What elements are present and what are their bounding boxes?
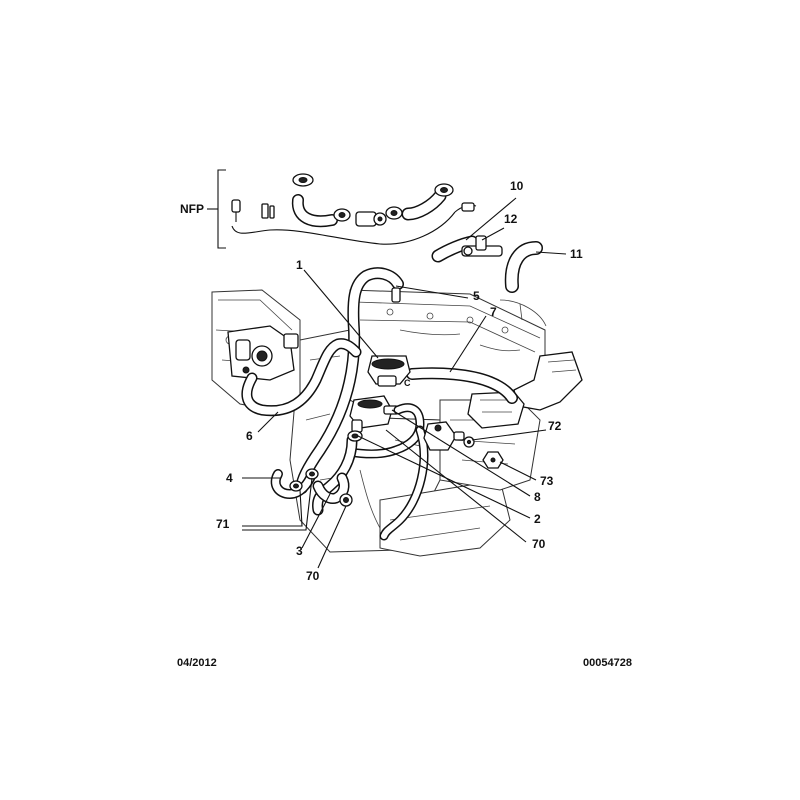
callout-4: 4 bbox=[226, 471, 233, 485]
nfp-clamp-top bbox=[292, 173, 314, 187]
part-4-hose bbox=[270, 469, 317, 499]
part-11-hose bbox=[504, 241, 543, 293]
callout-c: C bbox=[404, 378, 411, 388]
part-3-hose bbox=[312, 472, 350, 504]
callout-nfp: NFP bbox=[180, 202, 204, 216]
footer-reference: 00054728 bbox=[583, 657, 632, 669]
nfp-clamp-right bbox=[385, 206, 403, 220]
leader-lines bbox=[242, 197, 567, 569]
nfp-connector bbox=[355, 211, 387, 227]
callout-10: 10 bbox=[510, 179, 524, 193]
part-6-hose bbox=[241, 338, 362, 417]
clamp-71-b bbox=[305, 468, 319, 480]
callout-11: 11 bbox=[570, 247, 583, 261]
callout-6: 6 bbox=[246, 429, 253, 443]
nfp-sensor-plug bbox=[461, 202, 475, 212]
part-73-nut bbox=[482, 451, 504, 469]
part-5-hose bbox=[295, 267, 404, 494]
callout-8: 8 bbox=[534, 490, 541, 504]
part-72-sensor bbox=[423, 421, 465, 451]
clamp-70-upper bbox=[347, 430, 363, 442]
part-1-valve bbox=[367, 355, 411, 387]
part-7-hose bbox=[406, 367, 518, 404]
nfp-clamp-mid bbox=[333, 208, 351, 222]
callout-71: 71 bbox=[216, 517, 230, 531]
footer-date: 04/2012 bbox=[177, 657, 217, 669]
callout-5: 5 bbox=[473, 289, 480, 303]
throttle-body bbox=[227, 325, 299, 381]
callout-72: 72 bbox=[548, 419, 562, 433]
nfp-clamp-upper bbox=[434, 183, 454, 197]
callout-70-right: 70 bbox=[532, 537, 546, 551]
part-72-washer bbox=[463, 436, 475, 448]
callout-73: 73 bbox=[540, 474, 554, 488]
part-8-valve bbox=[349, 395, 399, 433]
callout-2: 2 bbox=[534, 512, 541, 526]
nfp-clip-left bbox=[231, 199, 275, 222]
nfp-thin-tube bbox=[231, 211, 456, 245]
callout-1: 1 bbox=[296, 258, 303, 272]
nfp-kit-group bbox=[207, 169, 477, 249]
callout-70-bottom: 70 bbox=[306, 569, 320, 583]
part-2-hose bbox=[312, 434, 358, 516]
part-8-hose bbox=[345, 403, 425, 459]
callout-12: 12 bbox=[504, 212, 518, 226]
callout-7: 7 bbox=[490, 305, 497, 319]
part-12-tee bbox=[461, 235, 503, 257]
nfp-bracket bbox=[217, 169, 226, 249]
lower-right-pipe bbox=[379, 425, 429, 541]
callout-3: 3 bbox=[296, 544, 303, 558]
clamp-71-a bbox=[289, 480, 303, 492]
clamp-70-lower bbox=[339, 493, 353, 507]
part-10-hose bbox=[431, 235, 479, 263]
